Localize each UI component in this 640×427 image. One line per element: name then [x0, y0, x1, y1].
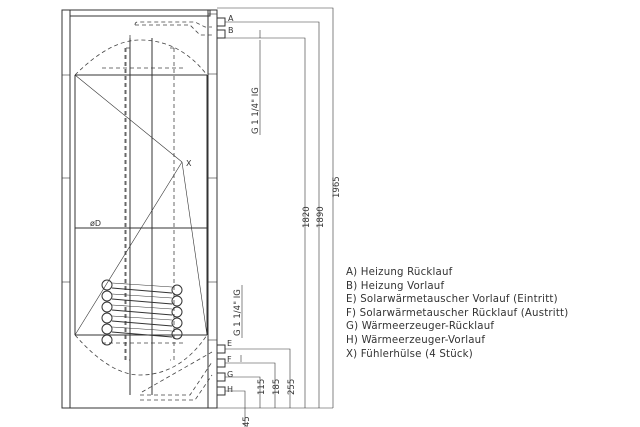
- dimension-lines: [217, 7, 334, 427]
- dim-1890: 1890: [316, 206, 326, 228]
- connection-label-a: A: [228, 14, 234, 23]
- connection-label-e: E: [227, 339, 232, 348]
- legend-item: X) Fühlerhülse (4 Stück): [346, 348, 473, 360]
- dim-1820: 1820: [302, 206, 312, 228]
- legend-item: G) Wärmeerzeuger-Rücklauf: [346, 321, 495, 333]
- insulation-jacket: [61, 9, 218, 409]
- dim-255: 255: [287, 379, 297, 395]
- legend-item: F) Solarwärmetauscher Rücklauf (Austritt…: [346, 307, 569, 319]
- dim-45: 45: [242, 416, 252, 427]
- connection-label-h: H: [227, 385, 233, 394]
- legend-item: B) Heizung Vorlauf: [346, 280, 445, 292]
- heat-exchanger-coil: [101, 279, 183, 346]
- dim-115: 115: [257, 379, 267, 395]
- connection-fittings: [216, 17, 226, 396]
- dim-185: 185: [272, 379, 282, 395]
- connection-label-f: F: [227, 355, 232, 364]
- tank-vessel: [74, 21, 213, 401]
- legend-item: E) Solarwärmetauscher Vorlauf (Eintritt): [346, 294, 558, 306]
- dim-1965: 1965: [332, 176, 342, 198]
- legend-item: H) Wärmeerzeuger-Vorlauf: [346, 334, 486, 346]
- connection-label-b: B: [228, 26, 234, 35]
- legend-item: A) Heizung Rücklauf: [346, 267, 453, 278]
- connection-legend: A) Heizung Rücklauf B) Heizung Vorlauf E…: [346, 266, 568, 361]
- thread-label-bottom: G 1 1/4" IG: [233, 289, 243, 336]
- connection-label-g: G: [227, 370, 233, 379]
- thread-label-top: G 1 1/4" IG: [251, 87, 261, 134]
- diameter-label: øD: [90, 219, 101, 228]
- sensor-label: X: [186, 159, 192, 168]
